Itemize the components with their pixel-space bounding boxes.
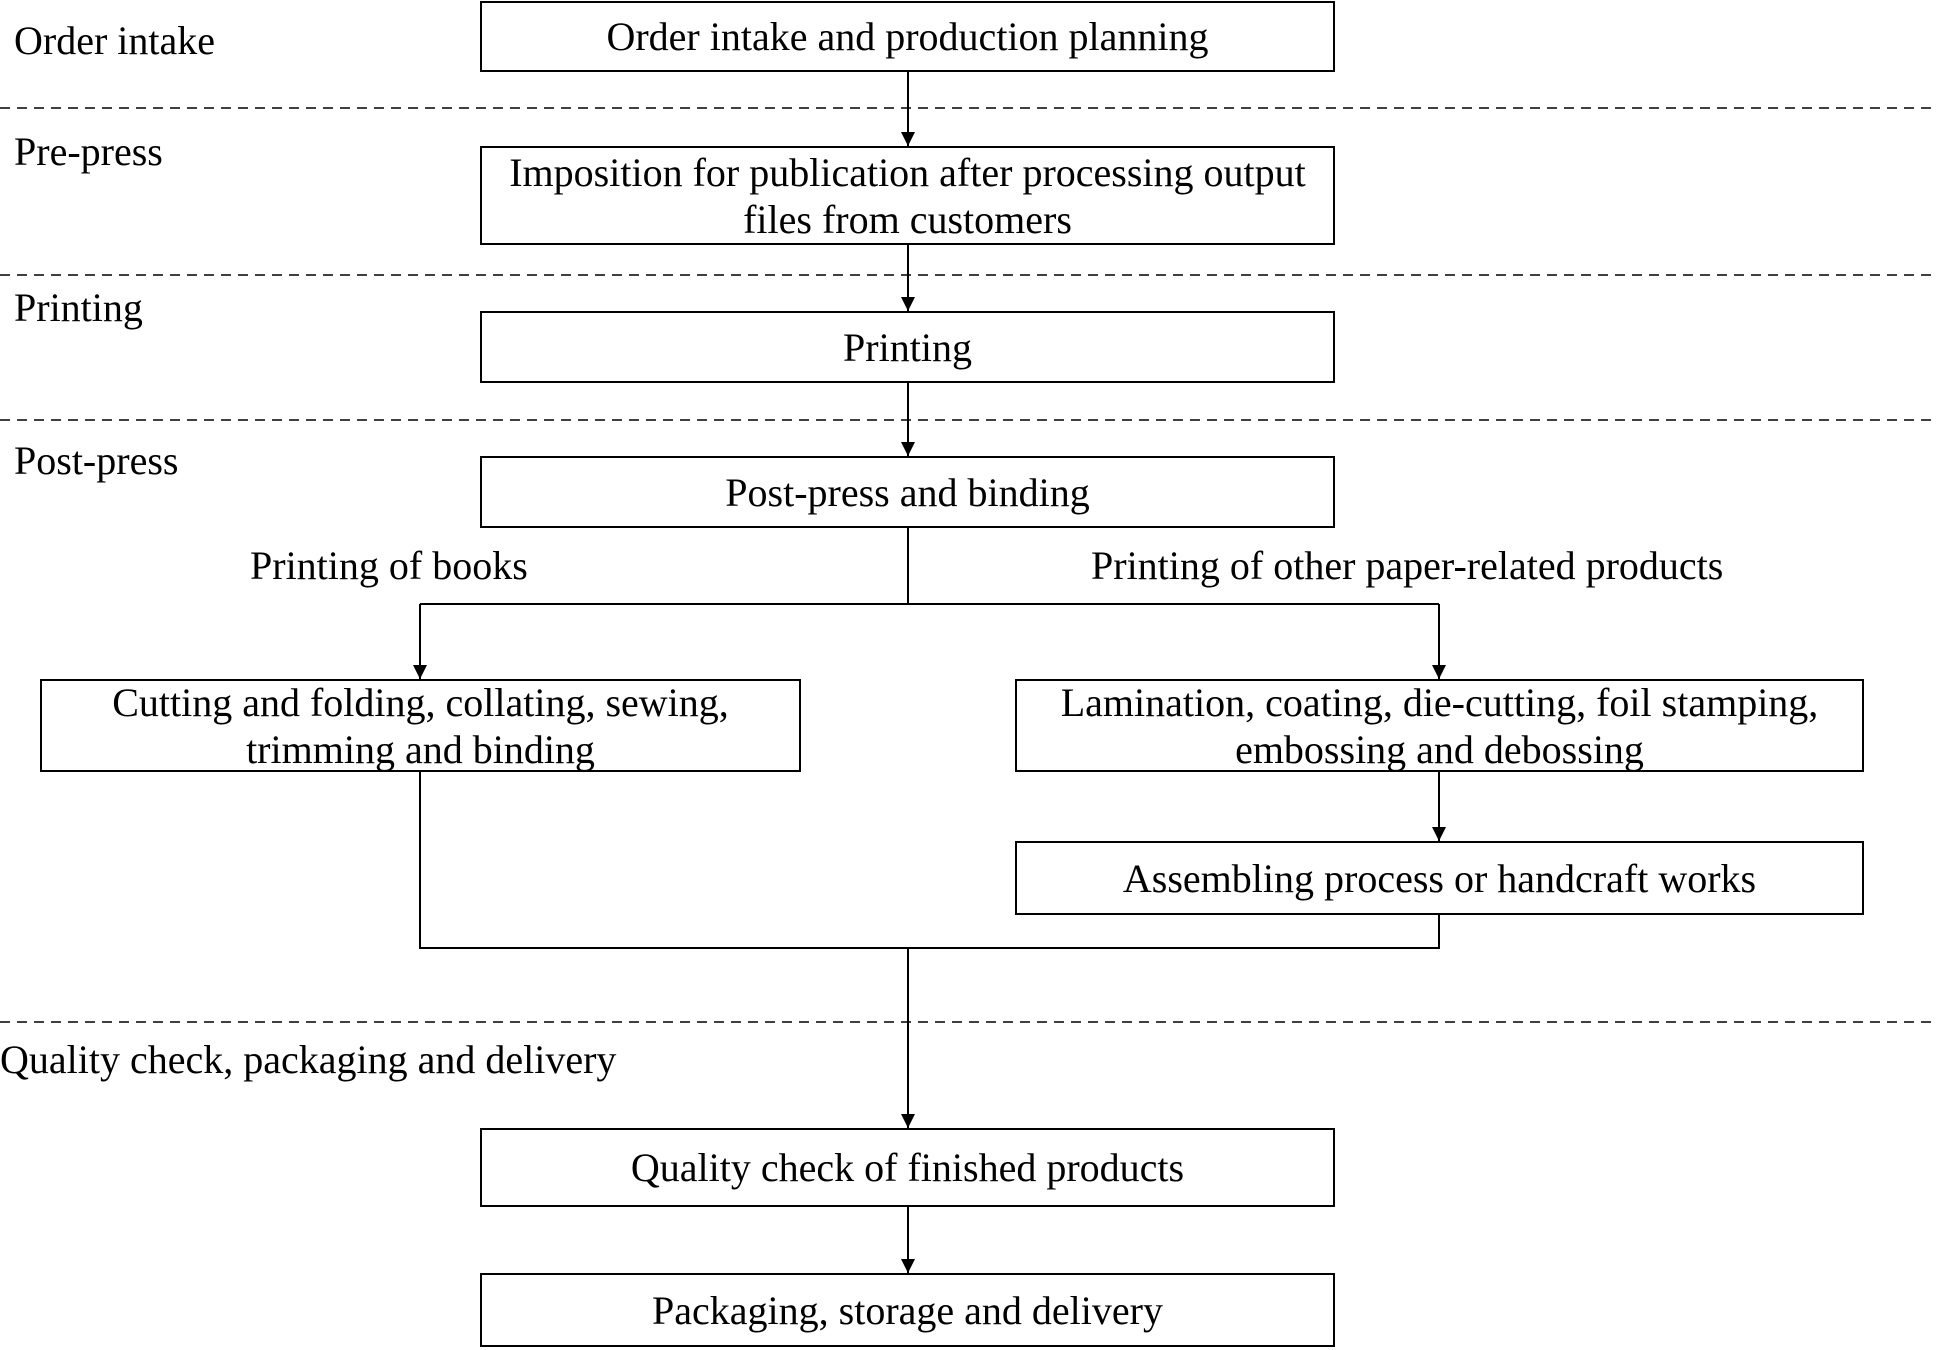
branch-label-other-products: Printing of other paper-related products — [1091, 543, 1724, 588]
merge-line — [419, 772, 1440, 949]
stage-label-pre-press: Pre-press — [14, 129, 163, 174]
step-order-intake-planning: Order intake and production planning — [480, 1, 1335, 72]
step-packaging-delivery: Packaging, storage and delivery — [480, 1273, 1335, 1347]
step-other-finishing: Lamination, coating, die-cutting, foil s… — [1015, 679, 1864, 772]
step-quality-check: Quality check of finished products — [480, 1128, 1335, 1207]
stage-label-order-intake: Order intake — [14, 18, 216, 63]
step-imposition: Imposition for publication after process… — [480, 146, 1335, 245]
step-printing: Printing — [480, 311, 1335, 383]
step-post-press-binding: Post-press and binding — [480, 456, 1335, 528]
stage-label-printing: Printing — [14, 285, 143, 330]
stage-label-post-press: Post-press — [14, 438, 179, 483]
branch-label-books: Printing of books — [250, 543, 528, 588]
stage-label-quality: Quality check, packaging and delivery — [0, 1037, 617, 1082]
step-books-finishing: Cutting and folding, collating, sewing, … — [40, 679, 801, 772]
step-assembling: Assembling process or handcraft works — [1015, 841, 1864, 915]
